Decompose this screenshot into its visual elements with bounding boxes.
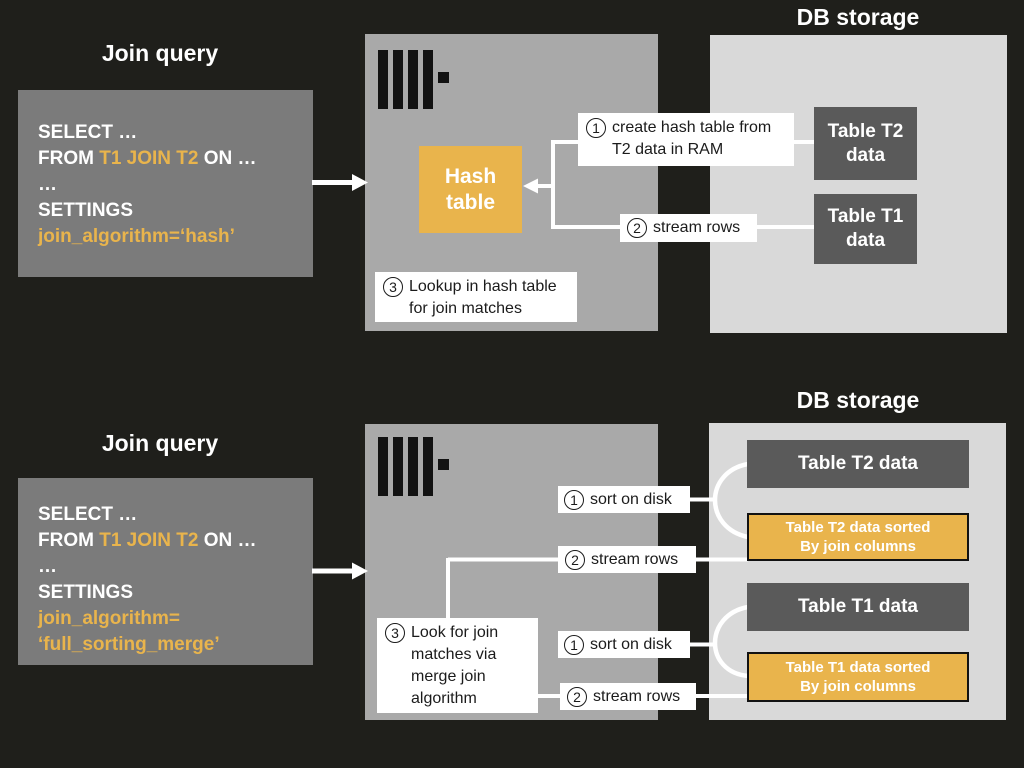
step-number-circle: 2 [627, 218, 647, 238]
sql-join-tables: T1 JOIN T2 [99, 530, 199, 551]
sql-from-line: FROM T1 JOIN T2 ON … [38, 146, 313, 172]
clickhouse-logo-icon [378, 50, 449, 109]
step3-text-line1: Look for join [411, 624, 499, 641]
table-t2-label-line2: data [845, 144, 886, 166]
step3-text-line1: Lookup in hash table [409, 278, 557, 295]
logo-bar [393, 437, 403, 496]
step1-create-hash-table-callout: 1 create hash table from T2 data in RAM [578, 113, 794, 166]
logo-dot [438, 459, 449, 470]
merge-join-query-title: Join query [101, 430, 219, 456]
clickhouse-logo-icon [378, 437, 449, 496]
sql-settings-line: SETTINGS [38, 582, 134, 603]
step3-merge-join-callout: 3 Look for join matches via merge join a… [377, 618, 538, 713]
hash-join-query-box: SELECT … FROM T1 JOIN T2 ON … … SETTINGS… [18, 90, 313, 277]
t2-sorted-line1: Table T2 data sorted [785, 519, 931, 536]
step3-text-line4: algorithm [411, 690, 477, 707]
logo-dot [438, 72, 449, 83]
sql-from-keyword: FROM [38, 530, 100, 551]
sort-t1-text: sort on disk [590, 635, 672, 653]
sql-ellipsis-line: … [38, 174, 57, 195]
logo-bar [378, 50, 388, 109]
sql-join-algorithm-line: join_algorithm=‘hash’ [38, 226, 235, 247]
hash-table-label-line2: table [445, 190, 495, 214]
logo-bar [423, 437, 433, 496]
table-t1-data-box-hash: Table T1 data [814, 194, 917, 264]
sort-on-disk-t2-callout: 1 sort on disk [558, 486, 690, 513]
step-number-circle: 3 [385, 623, 405, 643]
t2-sorted-line2: By join columns [800, 538, 916, 555]
logo-bar [408, 50, 418, 109]
step3-text-line2: matches via [411, 646, 497, 663]
step2-text: stream rows [653, 219, 741, 236]
step2-stream-rows-callout: 2 stream rows [620, 214, 757, 242]
table-t1-label-line2: data [845, 230, 886, 251]
table-t1-data-label: Table T1 data [797, 596, 918, 617]
sql-join-algorithm-line: join_algorithm= [38, 608, 180, 629]
logo-bar [423, 50, 433, 109]
t1-sorted-line2: By join columns [800, 678, 916, 695]
step-number-circle: 1 [564, 489, 584, 510]
merge-join-query-box: SELECT … FROM T1 JOIN T2 ON … … SETTINGS… [18, 478, 313, 665]
step1-text-line1: create hash table from [612, 119, 772, 136]
table-t1-sorted-box: Table T1 data sorted By join columns [747, 652, 969, 702]
stream-rows-t2-callout: 2 stream rows [558, 546, 696, 573]
sql-from-keyword: FROM [38, 148, 100, 169]
sort-t2-text: sort on disk [590, 490, 672, 508]
step-number-circle: 2 [565, 549, 585, 570]
table-t2-label-line1: Table T2 [827, 120, 904, 142]
hash-table-box: Hash table [419, 146, 522, 233]
stream-t2-text: stream rows [591, 550, 679, 568]
logo-bar [408, 437, 418, 496]
step3-lookup-callout: 3 Lookup in hash table for join matches [375, 272, 577, 322]
step1-text-line2: T2 data in RAM [612, 141, 724, 158]
table-t2-data-box-hash: Table T2 data [814, 107, 917, 180]
sql-on-clause: ON … [198, 530, 257, 551]
sql-join-tables: T1 JOIN T2 [99, 148, 199, 169]
db-storage-box-hash [710, 35, 1007, 333]
step3-text-line3: merge join [411, 668, 486, 685]
sort-on-disk-t1-callout: 1 sort on disk [558, 631, 690, 658]
table-t2-data-label: Table T2 data [797, 453, 918, 474]
stream-t1-text: stream rows [593, 687, 681, 705]
logo-bar [393, 50, 403, 109]
db-storage-title-hash: DB storage [796, 4, 920, 30]
step-number-circle: 2 [567, 686, 587, 707]
sql-select-line: SELECT … [38, 122, 138, 143]
hash-join-query-title: Join query [101, 40, 219, 66]
sql-settings-line: SETTINGS [38, 200, 134, 221]
table-t2-sorted-box: Table T2 data sorted By join columns [747, 513, 969, 561]
table-t1-label-line1: Table T1 [827, 206, 904, 227]
sql-join-algorithm-value-line: ‘full_sorting_merge’ [38, 634, 220, 655]
db-storage-title-merge: DB storage [796, 387, 920, 413]
step-number-circle: 1 [564, 634, 584, 655]
table-t1-data-box-merge: Table T1 data [747, 583, 969, 631]
sql-select-line: SELECT … [38, 504, 138, 525]
sql-on-clause: ON … [198, 148, 257, 169]
stream-rows-t1-callout: 2 stream rows [560, 683, 696, 710]
logo-bar [378, 437, 388, 496]
step-number-circle: 3 [383, 277, 403, 297]
table-t2-data-box-merge: Table T2 data [747, 440, 969, 488]
step-number-circle: 1 [586, 118, 606, 138]
t1-sorted-line1: Table T1 data sorted [785, 659, 931, 676]
step3-text-line2: for join matches [409, 300, 522, 317]
hash-table-label-line1: Hash [444, 164, 497, 188]
sql-ellipsis-line: … [38, 556, 57, 577]
sql-from-line: FROM T1 JOIN T2 ON … [38, 528, 313, 554]
